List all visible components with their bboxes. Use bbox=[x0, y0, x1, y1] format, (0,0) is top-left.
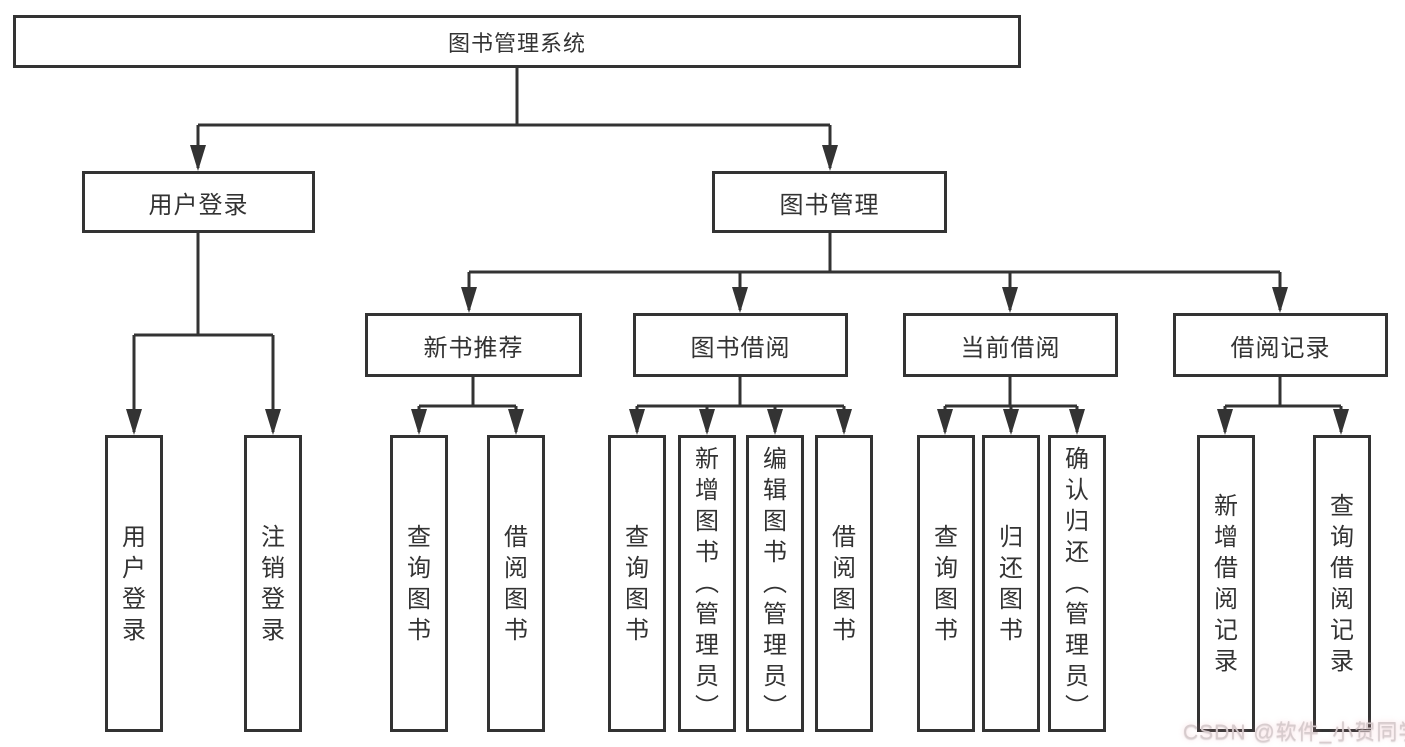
leaf-add-book-admin: 新 增 图 书 ︵ 管 理 员 ︶ bbox=[678, 435, 736, 732]
watermark: CSDN @软件_小贺同学 bbox=[1183, 721, 1405, 744]
leaf-borrow-books: 借 阅 图 书 bbox=[815, 435, 873, 732]
node-borrowing-records: 借阅记录 bbox=[1173, 313, 1388, 377]
node-new-book-recommendation: 新书推荐 bbox=[365, 313, 582, 377]
node-user-login: 用户登录 bbox=[82, 171, 315, 233]
leaf-query-books-borrow: 查 询 图 书 bbox=[608, 435, 666, 732]
node-book-management: 图书管理 bbox=[712, 171, 947, 233]
leaf-logout-login: 注 销 登 录 bbox=[244, 435, 302, 732]
arrowheads bbox=[126, 145, 1349, 435]
leaf-edit-book-admin: 编 辑 图 书 ︵ 管 理 员 ︶ bbox=[746, 435, 804, 732]
leaf-add-borrow-record: 新 增 借 阅 记 录 bbox=[1197, 435, 1255, 732]
leaf-borrow-books-recommend: 借 阅 图 书 bbox=[487, 435, 545, 732]
leaf-user-login: 用 户 登 录 bbox=[105, 435, 163, 732]
node-book-borrowing: 图书借阅 bbox=[633, 313, 848, 377]
node-current-borrowing: 当前借阅 bbox=[903, 313, 1118, 377]
leaf-confirm-return-admin: 确 认 归 还 ︵ 管 理 员 ︶ bbox=[1048, 435, 1106, 732]
leaf-return-books: 归 还 图 书 bbox=[982, 435, 1040, 732]
leaf-query-borrow-record: 查 询 借 阅 记 录 bbox=[1313, 435, 1371, 732]
leaf-query-books-recommend: 查 询 图 书 bbox=[390, 435, 448, 732]
leaf-query-books-current: 查 询 图 书 bbox=[917, 435, 975, 732]
node-library-management-system: 图书管理系统 bbox=[13, 15, 1021, 68]
